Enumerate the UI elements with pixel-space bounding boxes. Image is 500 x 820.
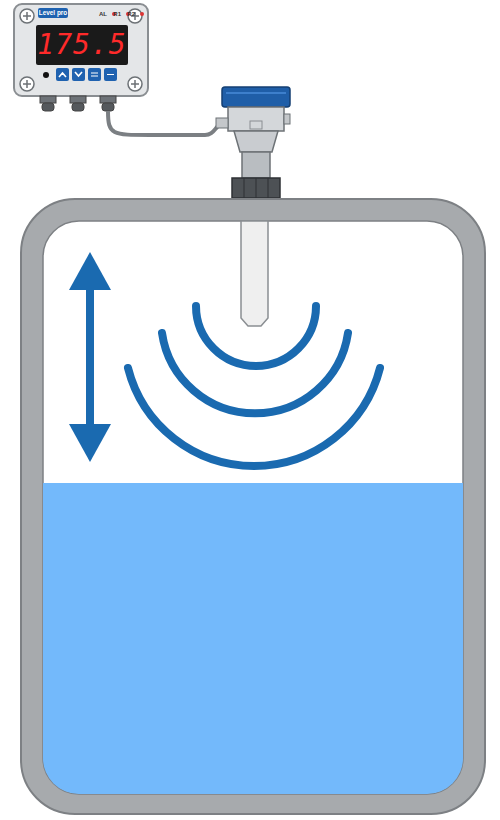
led-window bbox=[36, 25, 128, 65]
indicator-label: R2 bbox=[127, 11, 135, 17]
housing-screws bbox=[20, 9, 142, 91]
ultrasonic-waves bbox=[128, 306, 380, 466]
status-dot bbox=[43, 72, 49, 78]
indicator-leds bbox=[112, 12, 144, 16]
ultrasonic-sensor bbox=[216, 87, 290, 198]
tank-wall bbox=[21, 199, 485, 814]
front-buttons bbox=[56, 68, 117, 81]
indicator-label: R1 bbox=[113, 11, 121, 17]
indicator-label: AL bbox=[99, 11, 107, 17]
cable-glands bbox=[40, 96, 116, 111]
brand-badge bbox=[38, 8, 68, 18]
display-housing bbox=[14, 4, 148, 96]
led-readout: 175.5 bbox=[37, 31, 126, 59]
level-arrow bbox=[69, 252, 111, 462]
sensor-cable bbox=[108, 111, 218, 135]
sensor-probe bbox=[241, 221, 268, 326]
brand-logo: Level pro bbox=[39, 10, 67, 16]
liquid bbox=[43, 483, 463, 794]
